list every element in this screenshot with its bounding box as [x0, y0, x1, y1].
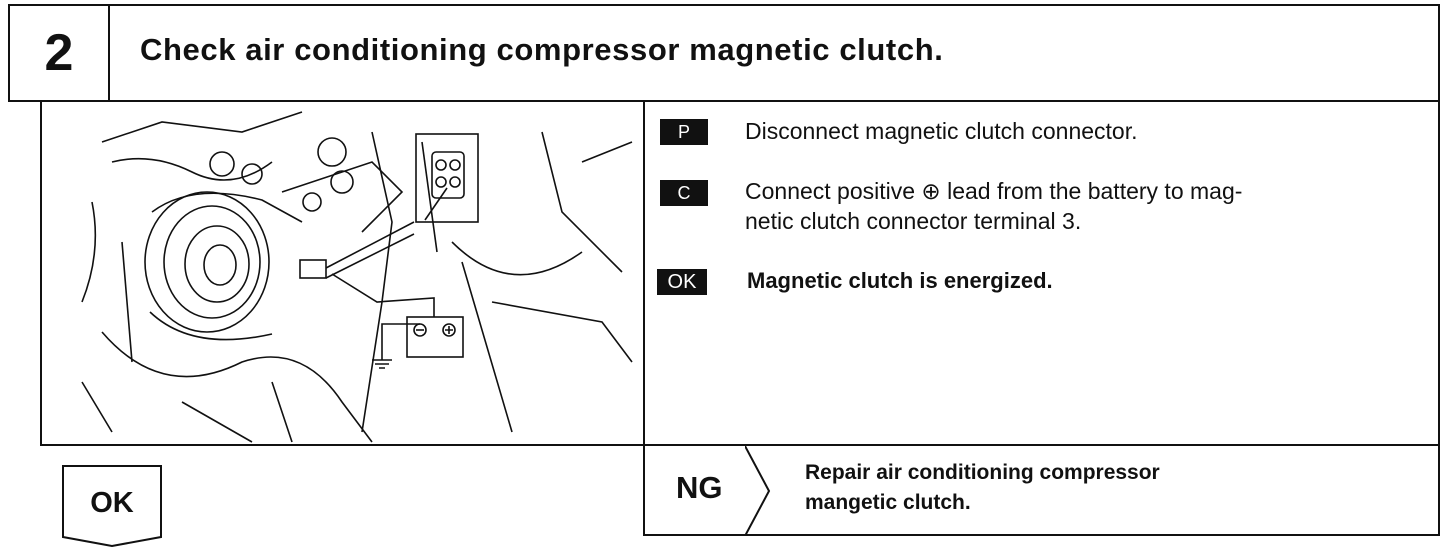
- engine-illustration-frame: [40, 102, 645, 446]
- step-title: Check air conditioning compressor magnet…: [140, 32, 944, 67]
- ng-result-box: [643, 446, 1440, 536]
- ng-result-text-line2: mangetic clutch.: [805, 491, 971, 514]
- step-number-cell: [8, 4, 110, 102]
- step-ok-text: Magnetic clutch is energized.: [747, 268, 1053, 293]
- engine-illustration: [81, 111, 633, 443]
- header-divider: [8, 100, 1440, 102]
- ng-result-label: NG: [676, 470, 723, 505]
- step-c-text-line2: netic clutch connector terminal 3.: [745, 208, 1082, 234]
- ng-arrow-divider: [745, 446, 771, 536]
- step-c-text-line1: Connect positive ⊕ lead from the battery…: [745, 178, 1243, 204]
- badge-p: P: [660, 119, 708, 145]
- step-number: 2: [44, 24, 74, 82]
- step-p-text: Disconnect magnetic clutch connector.: [745, 118, 1138, 144]
- ng-result-text-line1: Repair air conditioning compressor: [805, 461, 1160, 484]
- ok-result-box: [62, 465, 162, 547]
- badge-ok: OK: [657, 269, 707, 295]
- header-frame: [8, 4, 1440, 102]
- instructions-panel: [643, 100, 1440, 446]
- badge-c: C: [660, 180, 708, 206]
- ok-result-label: OK: [90, 487, 134, 519]
